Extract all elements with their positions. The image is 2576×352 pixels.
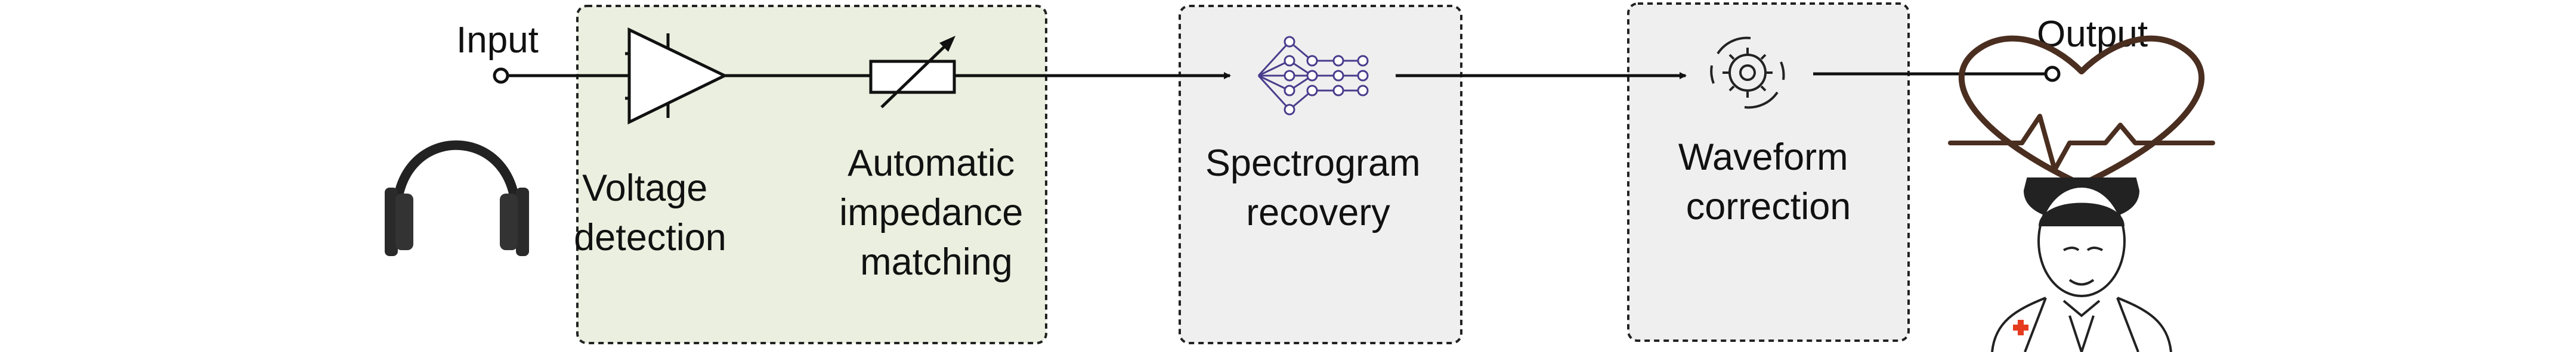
input-label: Input xyxy=(456,20,539,61)
heart-rate-icon xyxy=(1948,35,2215,188)
doctor-icon xyxy=(1991,177,2172,352)
input-terminal xyxy=(493,67,509,84)
output-terminal xyxy=(2044,66,2061,82)
amplifier-triangle-icon xyxy=(625,27,728,124)
waveform-correction-label: Waveform correction xyxy=(1678,136,1858,228)
spectrogram-recovery-label: Spectrogram recovery xyxy=(1205,142,1431,233)
headphones-icon xyxy=(385,140,529,256)
voltage-detection-label: Voltage detection xyxy=(574,167,726,258)
neural-network-icon xyxy=(1257,36,1369,116)
impedance-matching-label: Automatic impedance matching xyxy=(839,142,1034,283)
gear-cycle-icon xyxy=(1710,36,1785,109)
spectrogram-stage-box xyxy=(1179,5,1462,344)
waveform-stage-box xyxy=(1627,2,1910,342)
